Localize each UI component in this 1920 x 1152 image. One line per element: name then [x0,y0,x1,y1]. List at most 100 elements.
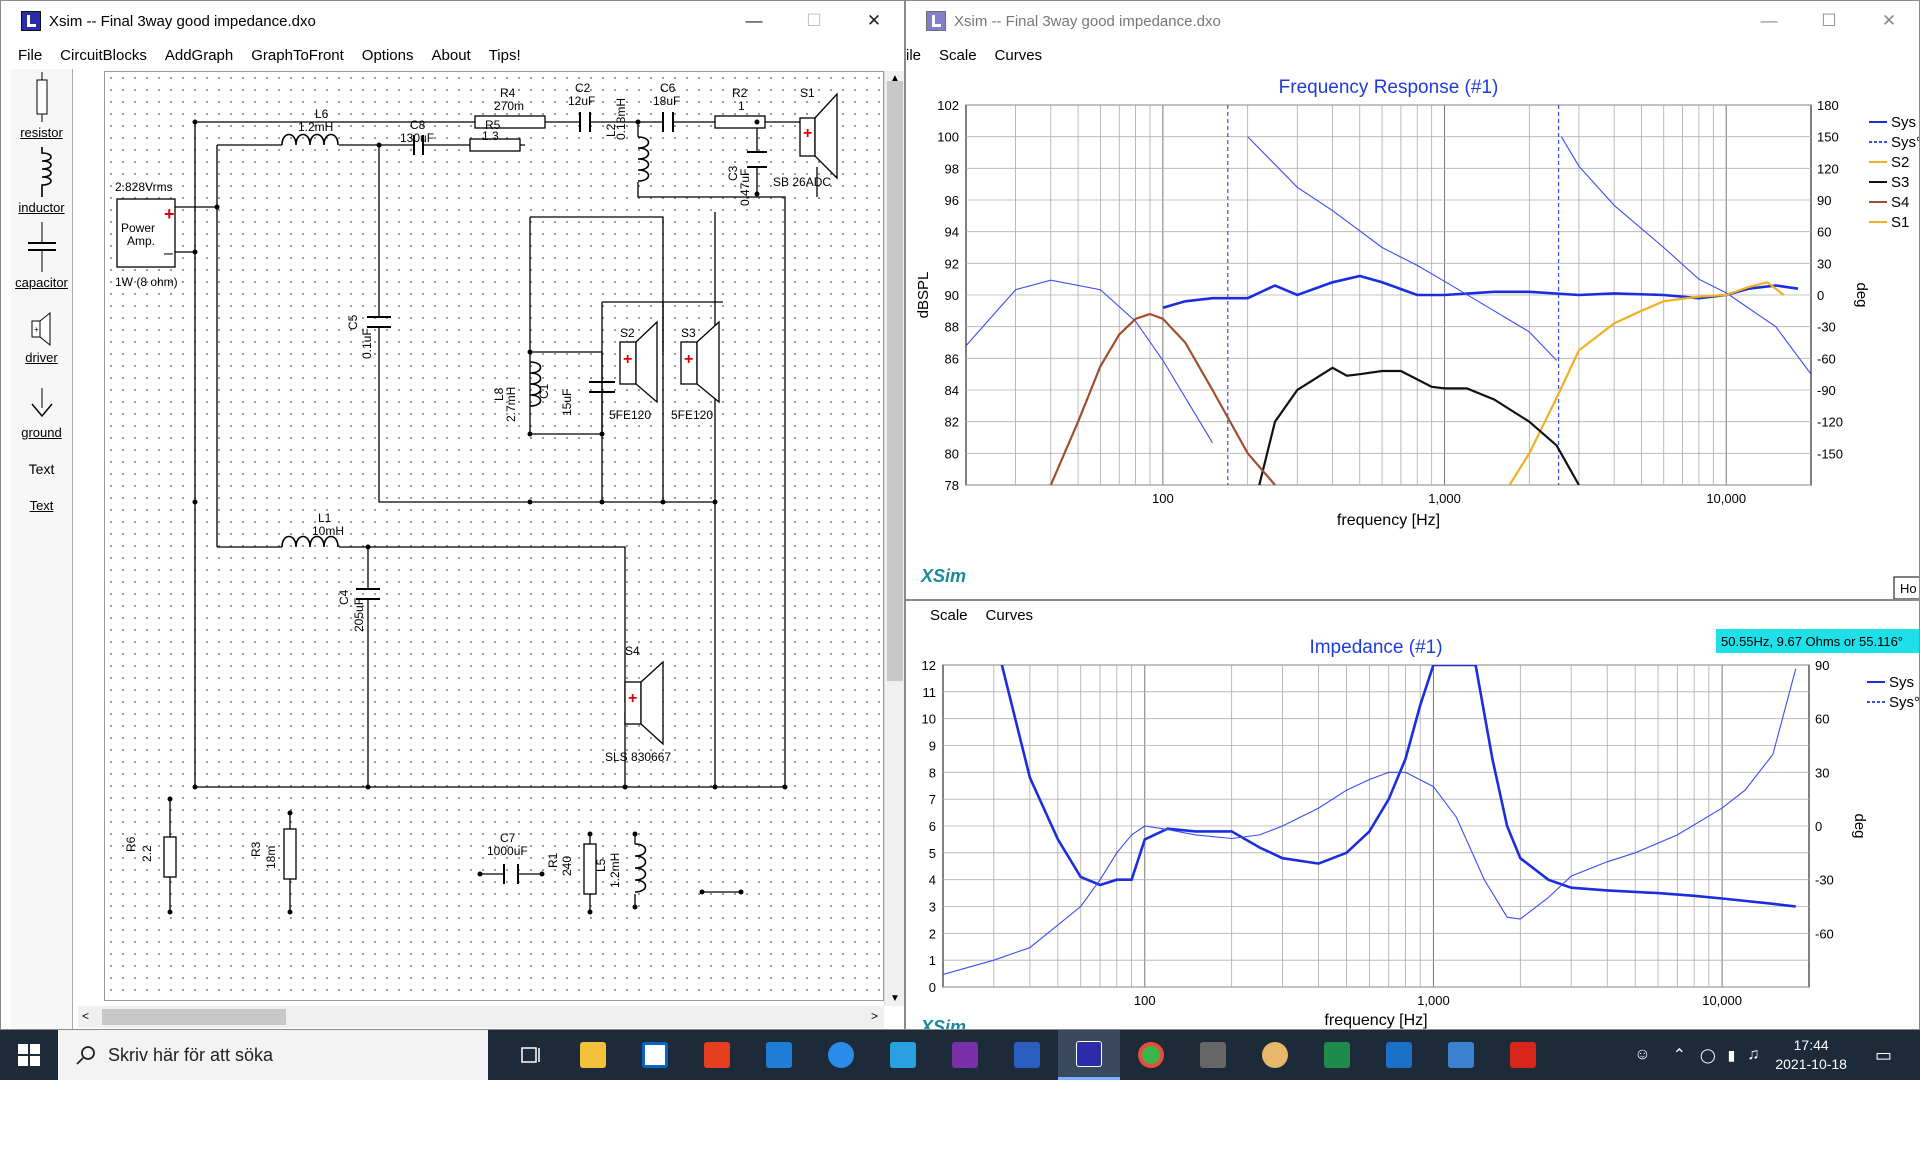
svg-text:1.2mH: 1.2mH [608,853,622,888]
outlook-icon[interactable] [1368,1030,1430,1080]
svg-text:+: + [684,351,693,368]
legend-entry: Sys [1889,674,1914,691]
tool-ground[interactable]: ground [11,369,72,444]
y-tick-label: 0 [929,980,936,995]
imp-menu-scale[interactable]: Scale [930,606,968,624]
maximize-button[interactable]: ☐ [806,11,822,30]
clock-time: 17:44 [1793,1037,1829,1053]
fr-minimize-button[interactable]: — [1760,11,1778,30]
notification-center-icon[interactable]: ▭ [1874,1044,1892,1065]
hold-button-label: Ho [1900,581,1917,596]
svg-text:+: + [164,204,175,224]
wifi-icon[interactable]: ◯ [1699,1046,1716,1063]
power-amp-block[interactable] [116,198,176,268]
menu-about[interactable]: About [431,46,471,64]
l-app-icon[interactable] [872,1030,934,1080]
svg-text:270m: 270m [494,99,524,113]
speaker-s1[interactable] [799,92,838,180]
tool-capacitor[interactable]: capacitor [11,219,72,294]
speaker-s2[interactable] [619,320,658,404]
scroll-up-arrow-icon[interactable]: ▲ [890,73,900,84]
people-icon[interactable]: ☺ [1634,1046,1651,1063]
fr-menu-file[interactable]: ile [906,46,922,64]
speaker-icon: + [31,311,50,347]
tool-text[interactable]: Text [29,498,54,513]
calculator-icon[interactable] [1182,1030,1244,1080]
svg-text:Power: Power [121,221,155,235]
menu-graphtofront[interactable]: GraphToFront [251,46,344,64]
file-explorer-icon[interactable] [562,1030,624,1080]
menu-circuitblocks[interactable]: CircuitBlocks [60,46,147,64]
svg-text:1000uF: 1000uF [487,844,528,858]
vertical-scroll-thumb[interactable] [887,81,903,681]
onenote-icon[interactable] [934,1030,996,1080]
acrobat-icon[interactable] [1492,1030,1554,1080]
menu-addgraph[interactable]: AddGraph [164,46,234,64]
menu-options[interactable]: Options [361,46,414,64]
paint-icon[interactable] [1244,1030,1306,1080]
chrome-icon[interactable] [1120,1030,1182,1080]
tool-text-plain[interactable]: Text [28,461,55,477]
svg-text:S1: S1 [800,86,815,100]
svg-text:1: 1 [738,99,745,113]
vertical-scrollbar[interactable]: ▲ ▼ [884,71,904,1006]
tool-resistor[interactable]: resistor [11,69,72,144]
photos-icon[interactable] [1430,1030,1492,1080]
mail-icon[interactable] [748,1030,810,1080]
horizontal-scroll-thumb[interactable] [102,1009,286,1025]
speaker-s4[interactable] [624,660,664,746]
minimize-button[interactable]: — [745,11,763,30]
xsim-taskbar-icon[interactable] [1058,1030,1120,1080]
y-tick-label: 7 [929,792,936,807]
tool-driver[interactable]: + driver [11,294,72,369]
word-icon[interactable] [996,1030,1058,1080]
menu-file[interactable]: File [18,46,43,64]
battery-icon[interactable]: ▮ [1727,1046,1736,1063]
task-view-icon[interactable] [500,1030,562,1080]
close-button[interactable]: ✕ [866,11,882,30]
scroll-down-arrow-icon[interactable]: ▼ [890,993,900,1004]
svg-text:C2: C2 [575,81,591,95]
fr-maximize-button[interactable]: ☐ [1821,11,1837,30]
fr-menu-curves[interactable]: Curves [994,46,1043,64]
legend-entry: Sys° [1889,694,1919,711]
clock-date: 2021-10-18 [1775,1056,1847,1072]
taskbar-search-box[interactable]: Skriv här för att söka [58,1030,488,1080]
series-line-s2 [1508,281,1785,485]
horizontal-scrollbar[interactable]: < > [78,1006,884,1028]
schematic-canvas[interactable]: + – ++++ 2.828Vrms Power Amp. 1W (8 ohm)… [104,71,884,1001]
y-tick-label: 12 [922,658,936,673]
x-tick-label: 1,000 [1417,993,1450,1008]
svg-text:R6: R6 [124,836,138,852]
imp-menu-curves[interactable]: Curves [985,606,1034,624]
series-line-sys [1000,665,1796,908]
clock[interactable]: 17:44 2021-10-18 [1775,1036,1847,1074]
fr-titlebar[interactable]: Xsim -- Final 3way good impedance.dxo — … [906,1,1919,41]
capacitor-icon [27,222,56,272]
menu-tips[interactable]: Tips! [488,46,521,64]
excel-icon[interactable] [1306,1030,1368,1080]
svg-text:R1: R1 [546,852,560,868]
svg-text:Amp.: Amp. [127,234,155,248]
windows-logo-icon [18,1044,40,1066]
start-button[interactable] [0,1030,58,1080]
schematic-window: Xsim -- Final 3way good impedance.dxo — … [0,0,905,1030]
svg-text:S2: S2 [620,326,635,340]
fr-menu-scale[interactable]: Scale [939,46,977,64]
volume-icon[interactable]: ♫ [1747,1046,1760,1063]
store-icon[interactable] [624,1030,686,1080]
speaker-s3[interactable] [680,320,720,404]
chevron-up-icon[interactable]: ⌃ [1672,1047,1686,1064]
search-icon [76,1046,95,1065]
scroll-right-arrow-icon[interactable]: > [870,1009,878,1023]
frequency-response-chart[interactable]: 7880828486889092949698100102-150-120-90-… [906,69,1919,599]
edge-icon[interactable] [810,1030,872,1080]
fr-close-button[interactable]: ✕ [1881,11,1897,30]
schematic-titlebar[interactable]: Xsim -- Final 3way good impedance.dxo — … [1,1,904,41]
scroll-left-arrow-icon[interactable]: < [82,1009,90,1023]
svg-text:5FE120: 5FE120 [609,408,651,422]
y-tick-label: 94 [945,225,959,240]
tool-inductor[interactable]: inductor [11,144,72,219]
office-icon[interactable] [686,1030,748,1080]
